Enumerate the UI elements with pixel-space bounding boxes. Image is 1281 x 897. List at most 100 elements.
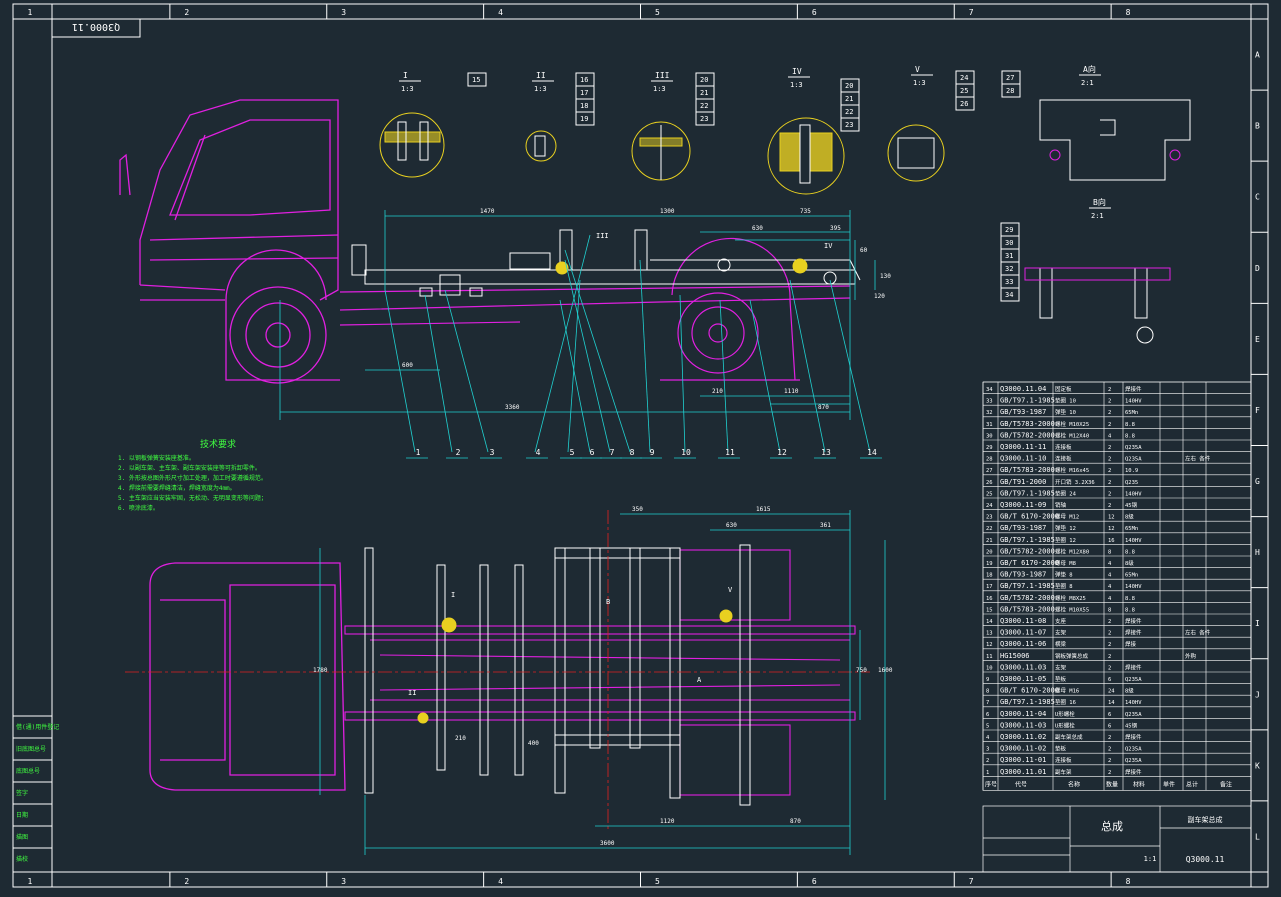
detail-view-IV <box>767 117 845 195</box>
border-col-label-bottom: 2 <box>184 877 189 886</box>
balloon-6: 6 <box>590 448 595 457</box>
bom-cell: 8 <box>986 689 989 695</box>
view-marker: II <box>408 689 416 697</box>
balloon-11: 11 <box>725 448 735 457</box>
bom-cell: 垫圈 16 <box>1055 698 1076 706</box>
bom-cell: Q3000.11.01 <box>1000 768 1046 776</box>
border-row-label: B <box>1255 122 1260 131</box>
tech-req-line: 5. 主车架应当安装牢固，无松动、无明显变形等问题； <box>118 494 267 502</box>
bom-cell: 弹垫 12 <box>1055 524 1076 532</box>
bom-cell: Q3000.11-10 <box>1000 455 1046 463</box>
bom-cell: 螺栓 M12X40 <box>1055 431 1089 439</box>
bom-cell: 2 <box>1108 410 1111 416</box>
border-row-label: I <box>1255 619 1260 628</box>
bom-cell: GB/T93-1987 <box>1000 571 1046 579</box>
bom-cell: 螺母 M12 <box>1055 513 1079 521</box>
top-dimension: 1780 <box>313 667 328 674</box>
title-block <box>982 805 1252 873</box>
bom-cell: 垫板 <box>1055 675 1067 683</box>
view-marker: A <box>697 676 702 684</box>
bom-cell: 8.8 <box>1125 433 1135 439</box>
tech-req-line: 4. 焊接前需要焊缝清洁，焊缝宽度为4mm。 <box>118 484 236 492</box>
bom-header-cell: 数量 <box>1106 780 1118 788</box>
title-block-name: 总成 <box>1101 819 1123 833</box>
bom-header-cell: 材料 <box>1133 780 1145 788</box>
side-dimension: 1300 <box>660 208 675 215</box>
bom-cell: 左右 各件 <box>1185 629 1211 637</box>
bom-cell: 2 <box>1108 642 1111 648</box>
bom-cell: GB/T97.1-1985 <box>1000 489 1055 497</box>
bom-cell: 焊接件 <box>1125 629 1142 637</box>
balloon-14: 14 <box>867 448 877 457</box>
bom-cell: 焊接件 <box>1125 733 1142 741</box>
bom-cell: 10.9 <box>1125 468 1138 474</box>
left-stamp-label: 借(通)用件登记 <box>16 723 59 731</box>
cab-side <box>119 99 340 384</box>
detail-view-label: I <box>403 71 408 80</box>
bom-cell: 2 <box>1108 665 1111 671</box>
bom-cell: 焊接件 <box>1125 768 1142 776</box>
detail-ref-27: 27 <box>1006 74 1014 82</box>
bom-cell: U形螺栓 <box>1055 710 1075 718</box>
bom-cell: 4 <box>1108 573 1112 579</box>
bom-cell: 连接板 <box>1055 455 1072 463</box>
bom-cell: GB/T5783-2000 <box>1000 420 1055 428</box>
side-dimension: 395 <box>830 225 841 232</box>
bom-header-cell: 序号 <box>985 780 997 788</box>
side-dimension: 1110 <box>784 388 799 395</box>
bom-cell: Q3000.11-05 <box>1000 675 1046 683</box>
balloon-4: 4 <box>536 448 541 457</box>
detail-view-A <box>1039 99 1191 181</box>
left-stamp-label: 日期 <box>16 811 28 819</box>
bom-cell: 垫圈 12 <box>1055 536 1076 544</box>
bom-cell: 2 <box>1108 758 1111 764</box>
detail-view-label: A向 <box>1083 64 1096 74</box>
bom-cell: 8.8 <box>1125 596 1135 602</box>
detail-ref-21: 21 <box>845 95 853 103</box>
bom-cell: 焊接件 <box>1125 385 1142 393</box>
border-row-label: H <box>1255 548 1260 557</box>
bom-cell: 支架 <box>1055 629 1067 637</box>
bom-cell: GB/T5782-2000 <box>1000 431 1055 439</box>
bom-cell: 25 <box>986 491 993 497</box>
subframe-top <box>364 544 751 806</box>
bom-cell: 2 <box>1108 619 1111 625</box>
border-col-label-bottom: 6 <box>812 877 817 886</box>
detail-ref-31: 31 <box>1005 252 1013 260</box>
detail-ref-21: 21 <box>700 89 708 97</box>
bom-cell: 2 <box>1108 468 1111 474</box>
bom-cell: 销轴 <box>1055 501 1067 509</box>
bom-cell: 23 <box>986 515 993 521</box>
bom-cell: Q235A <box>1125 677 1142 683</box>
bom-cell: 焊接件 <box>1125 617 1142 625</box>
bom-cell: Q3000.11-09 <box>1000 501 1046 509</box>
balloon-13: 13 <box>821 448 831 457</box>
bom-cell: 45钢 <box>1125 501 1138 509</box>
bom-cell: 2 <box>1108 457 1111 463</box>
bom-cell: 2 <box>1108 491 1111 497</box>
left-stamp-label: 描图 <box>16 833 28 841</box>
border-col-label-top: 5 <box>655 8 660 17</box>
bom-cell: 140HV <box>1125 399 1142 405</box>
top-dimension: 630 <box>726 522 737 529</box>
bom-cell: 垫圈 8 <box>1055 582 1073 590</box>
bom-cell: Q3000.11-08 <box>1000 617 1046 625</box>
bom-cell: 支架 <box>1055 663 1067 671</box>
bom-cell: 19 <box>986 561 993 567</box>
border-row-label: D <box>1255 264 1260 273</box>
side-dimension: 870 <box>818 404 829 411</box>
bom-cell: GB/T97.1-1985 <box>1000 397 1055 405</box>
top-dimension: 3600 <box>600 840 615 847</box>
bom-cell: 14 <box>1108 700 1115 706</box>
bom-cell: 副车架 <box>1055 768 1072 776</box>
detail-ref-26: 26 <box>960 100 968 108</box>
tech-req-line: 1. 以钢板弹簧安装座基准。 <box>118 454 195 462</box>
dimension-lines-side <box>279 210 876 420</box>
title-block-part-name: 副车架总成 <box>1188 815 1223 824</box>
bom-cell: 18 <box>986 573 993 579</box>
bom-cell: Q235A <box>1125 747 1142 753</box>
